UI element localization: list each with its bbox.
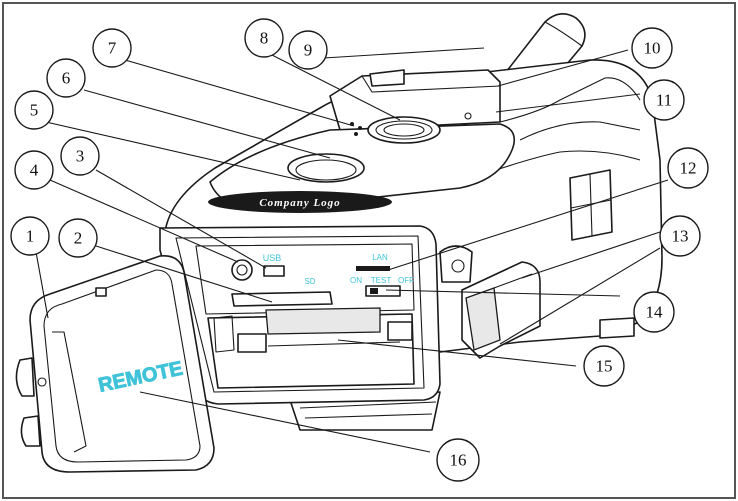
- callout-10: 10: [631, 27, 673, 69]
- leader-7: [117, 57, 355, 127]
- svg-text:3: 3: [76, 147, 85, 166]
- callout-1: 1: [10, 216, 50, 256]
- callout-9: 9: [288, 30, 328, 70]
- off-label: OFF: [398, 276, 414, 285]
- leader-3: [95, 169, 267, 269]
- lan-label: LAN: [372, 253, 388, 262]
- svg-text:5: 5: [30, 101, 39, 120]
- leader-1: [35, 251, 49, 319]
- svg-text:16: 16: [450, 451, 467, 470]
- leader-8: [269, 53, 401, 121]
- callouts: 1 2 3 4 5 6 7 8 9 10 11 12 13 14 15 16: [10, 18, 709, 482]
- callout-6: 6: [46, 58, 86, 98]
- svg-text:13: 13: [672, 227, 689, 246]
- callout-5: 5: [14, 90, 54, 130]
- leader-4: [49, 179, 239, 263]
- svg-text:11: 11: [656, 91, 672, 110]
- leader-5: [45, 121, 301, 181]
- leader-16: [139, 391, 431, 453]
- svg-text:4: 4: [30, 161, 39, 180]
- remote-door: REMOTE: [15, 255, 215, 473]
- svg-text:6: 6: [62, 69, 71, 88]
- leader-15: [337, 339, 577, 367]
- speaker-grill: [367, 116, 441, 144]
- open-compartment: USB SD LAN ON TEST OFF: [159, 225, 441, 405]
- callout-11: 11: [643, 79, 685, 121]
- leader-11: [495, 93, 641, 113]
- svg-text:2: 2: [74, 229, 83, 248]
- leader-9: [323, 47, 485, 59]
- callout-3: 3: [60, 136, 100, 176]
- callout-12: 12: [667, 147, 709, 189]
- top-lens: [287, 153, 365, 183]
- svg-text:8: 8: [260, 29, 269, 48]
- leader-10: [497, 49, 629, 87]
- callout-13: 13: [659, 215, 701, 257]
- test-label: TEST: [371, 276, 392, 285]
- svg-text:12: 12: [680, 159, 697, 178]
- svg-text:14: 14: [646, 303, 664, 322]
- leader-13a: [521, 231, 661, 279]
- logo-plate: Company Logo: [208, 191, 392, 213]
- svg-text:15: 15: [596, 357, 613, 376]
- callout-14: 14: [633, 291, 675, 333]
- callout-15: 15: [583, 345, 625, 387]
- callout-7: 7: [92, 28, 132, 68]
- svg-text:7: 7: [108, 39, 117, 58]
- company-logo-text: Company Logo: [259, 197, 340, 209]
- leader-2: [95, 245, 273, 303]
- leader-14: [385, 289, 621, 297]
- callout-4: 4: [14, 150, 54, 190]
- svg-text:10: 10: [644, 39, 661, 58]
- leader-12: [387, 179, 669, 271]
- svg-text:1: 1: [26, 227, 35, 246]
- svg-text:9: 9: [304, 41, 313, 60]
- leader-13b: [499, 247, 661, 345]
- leader-lines: [35, 47, 669, 453]
- leader-6: [83, 89, 331, 159]
- callout-16: 16: [436, 438, 480, 482]
- callout-2: 2: [58, 218, 98, 258]
- on-label: ON: [350, 276, 362, 285]
- latch-clip: [461, 261, 541, 359]
- usb-label: USB: [263, 253, 282, 263]
- sd-label: SD: [304, 277, 315, 286]
- callout-8: 8: [244, 18, 284, 58]
